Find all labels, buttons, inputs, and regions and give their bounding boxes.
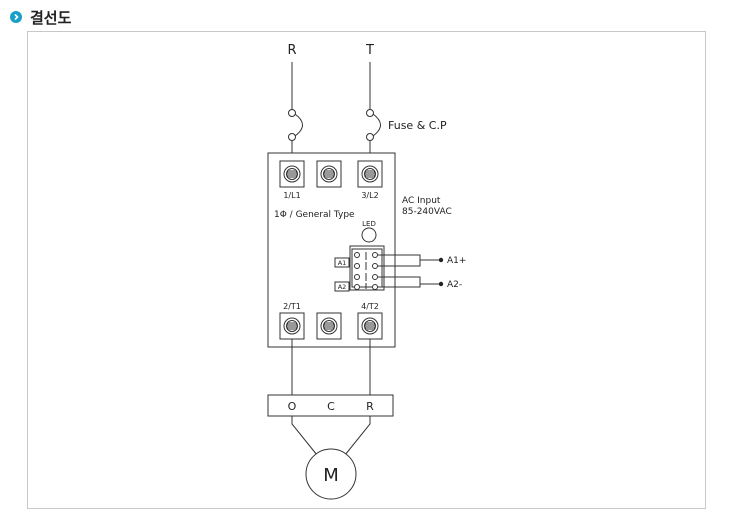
ocr-c-label: C	[327, 400, 335, 413]
fuse-r-arc	[294, 113, 303, 137]
device-type-label: 1Φ / General Type	[274, 210, 355, 220]
fuse-r-bottom-contact	[288, 133, 296, 141]
ac-input-range-label: 85-240VAC	[402, 207, 452, 217]
a2-minus-label: A2-	[447, 280, 462, 290]
control-connector	[349, 245, 385, 291]
terminal-l2	[357, 160, 383, 188]
terminal-center-top	[316, 160, 342, 188]
motor-label: M	[323, 465, 339, 486]
fuse-r-top-contact	[288, 109, 296, 117]
terminal-center-bottom	[316, 312, 342, 340]
fuse-t-top-contact	[366, 109, 374, 117]
a2-marker-label: A2	[338, 283, 347, 291]
chevron-right-circle-icon	[10, 11, 22, 23]
motor-lead-right	[344, 416, 371, 456]
ocr-box	[267, 394, 394, 417]
section-header: 결선도	[10, 6, 71, 28]
a1-plus-label: A1+	[447, 256, 466, 266]
a2-marker-box	[334, 281, 350, 292]
terminal-t1-label: 2/T1	[283, 302, 301, 311]
a1-marker-box	[334, 257, 350, 268]
fuse-t-bottom-contact	[366, 133, 374, 141]
a1-dot	[438, 257, 444, 263]
phase-t-label: T	[365, 43, 374, 58]
a1-marker-label: A1	[338, 259, 347, 267]
terminal-t2-label: 4/T2	[361, 302, 379, 311]
section-title: 결선도	[30, 8, 72, 27]
motor-lead-left	[291, 416, 318, 456]
terminal-l1	[279, 160, 305, 188]
terminal-t2	[357, 312, 383, 340]
ocr-o-label: O	[288, 400, 297, 413]
led-label: LED	[362, 220, 376, 228]
led-indicator	[361, 227, 377, 243]
ocr-r-label: R	[366, 400, 374, 413]
phase-r-label: R	[287, 43, 296, 58]
a2-dot	[438, 281, 444, 287]
motor-symbol	[305, 448, 357, 500]
fuse-label: Fuse & C.P	[388, 119, 447, 132]
fuse-t-arc	[372, 113, 381, 137]
terminal-l1-label: 1/L1	[283, 191, 300, 200]
ac-input-label: AC Input	[402, 196, 441, 206]
terminal-l2-label: 3/L2	[361, 191, 378, 200]
terminal-t1	[279, 312, 305, 340]
a2-loop-wire	[378, 276, 421, 288]
